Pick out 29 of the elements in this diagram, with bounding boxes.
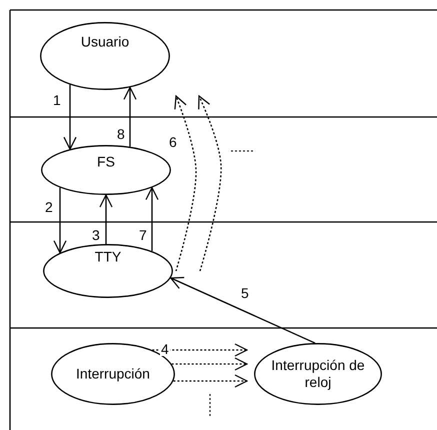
process-ellipse (51, 343, 175, 405)
dashed-arrow (198, 95, 222, 272)
edge-label: 8 (116, 127, 126, 141)
edge-label: 5 (240, 286, 250, 300)
node-label: Interrupción de reloj (270, 357, 366, 391)
dashed-arrow (152, 343, 248, 357)
arrow (53, 188, 67, 254)
edge-label: 6 (168, 135, 178, 149)
edge-label: 3 (91, 228, 101, 242)
process-ellipse (40, 22, 170, 90)
dashed-arrow (173, 374, 248, 388)
edge-label: 7 (138, 228, 148, 242)
process-ellipse (43, 244, 173, 298)
dashed-arrow (172, 357, 248, 371)
node-label: FS (96, 154, 116, 170)
edge-label: 4 (160, 342, 170, 356)
node-label: Usuario (80, 34, 130, 50)
arrow (145, 187, 159, 252)
arrow (99, 194, 113, 244)
arrow (170, 276, 316, 344)
node-label: Interrupción (75, 366, 151, 382)
process-ellipse (41, 145, 171, 195)
process-ellipse (254, 343, 382, 405)
edge-label: 1 (52, 93, 62, 107)
arrow (123, 86, 137, 147)
arrow (63, 84, 77, 150)
node-label: TTY (94, 248, 122, 266)
dashed-arrow (174, 95, 197, 272)
edge-label: 2 (44, 200, 54, 214)
